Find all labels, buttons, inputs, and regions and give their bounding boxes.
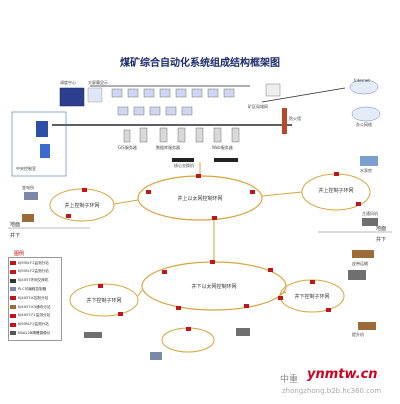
watermark-sub: zhongzhong.b2b.hc360.com — [282, 387, 382, 395]
right-top-subring-label: 井上控制子环网 — [318, 188, 354, 194]
watermark-site: ynmtw.cn — [307, 367, 378, 382]
ring-link-3 — [113, 199, 139, 205]
ring-link-4 — [261, 191, 303, 197]
mine-net-label: 矿区局域网 — [248, 104, 268, 109]
wan-link — [261, 87, 346, 103]
left-bottom-subring — [69, 283, 139, 317]
legend-item: KJ405T-K控制分站 — [18, 295, 49, 300]
display-wall-2 — [87, 87, 103, 103]
core-switch-right — [214, 158, 238, 162]
core-switch-label: 核心交换机 — [174, 163, 194, 168]
dispatch-label: 调度中心 — [60, 80, 76, 85]
legend-symbol — [10, 261, 16, 265]
lower-ring-label: 井下以太网控制环网 — [191, 284, 237, 290]
ring-nodes — [66, 172, 361, 331]
pump-label: 水泵房 — [360, 168, 372, 173]
legend-item: KJ95N-F1监测分站 — [18, 260, 49, 265]
legend-item: KBA12B隔爆摄像仪 — [18, 330, 51, 335]
server-towers — [123, 127, 240, 143]
left-bottom-subring-label: 井下控制子环网 — [86, 298, 122, 304]
server-rack-blue-2 — [40, 144, 50, 158]
firewall-label: 防火墙 — [289, 116, 301, 121]
workstation-row — [111, 88, 235, 116]
lower-left-subring — [161, 327, 215, 353]
upper-ring-label: 井上以太网控制环网 — [177, 196, 223, 202]
legend-item: KJ405T环网交换机 — [18, 278, 49, 283]
page-title: 煤矿综合自动化系统组成结构框架图 — [120, 58, 280, 69]
server-room-box — [265, 83, 281, 97]
db-server-label: 数据库服务器 — [156, 145, 180, 150]
legend-symbol — [10, 305, 16, 309]
hoist-label: 提升机 — [352, 332, 364, 337]
zone-underground-left: 井下 — [10, 233, 21, 239]
core-switch-left — [172, 158, 194, 162]
legend-item: PLC可编程控制器 — [18, 286, 47, 291]
big-screen-label: 大屏幕显示 — [88, 80, 108, 85]
legend-item: KJ95N-F1监测分站 — [18, 322, 49, 327]
display-wall — [59, 87, 85, 107]
legend-item: KJ405T-K3通讯分站 — [18, 304, 51, 309]
server-rack-blue — [36, 121, 48, 137]
zone-underground-right: 井下 — [376, 237, 387, 243]
legend-symbol — [10, 313, 16, 318]
office-label: 办公网络 — [356, 122, 372, 127]
peripheral-devices — [22, 156, 378, 360]
legend-item: KJ95N-F2监测分站 — [18, 269, 49, 274]
control-room-frame — [11, 111, 67, 177]
office-cloud — [351, 106, 381, 122]
ring-link-6 — [279, 291, 287, 295]
legend-symbol — [10, 278, 16, 283]
legend-symbol — [10, 322, 16, 327]
legend-title: 图例 — [14, 251, 25, 257]
left-top-subring-label: 井上控制子环网 — [64, 203, 100, 209]
gis-label: GIS服务器 — [118, 145, 137, 150]
right-bottom-subring-label: 井下控制子环网 — [294, 294, 330, 300]
internet-cloud — [349, 79, 379, 95]
internet-label: Internet — [354, 78, 370, 83]
zone-ground-right: 地面 — [376, 226, 387, 232]
belt-label: 皮带运输 — [352, 261, 368, 266]
legend-symbol — [10, 296, 16, 301]
web-server-label: Web服务器 — [212, 145, 233, 150]
legend-symbol — [10, 269, 16, 274]
legend-box — [8, 257, 62, 341]
firewall — [282, 108, 287, 134]
control-center-label: 中央控制室 — [16, 166, 36, 171]
fan-label: 主通风机 — [362, 211, 378, 216]
legend-item: KJ405T-F1监测分站 — [18, 313, 51, 318]
zone-ground-left: 地面 — [10, 222, 21, 228]
legend-symbol — [10, 331, 16, 336]
ring-link-5 — [137, 289, 143, 297]
substation-label: 变电所 — [22, 185, 34, 190]
watermark-cn: 中重 — [280, 375, 299, 385]
legend-symbol — [10, 287, 16, 292]
